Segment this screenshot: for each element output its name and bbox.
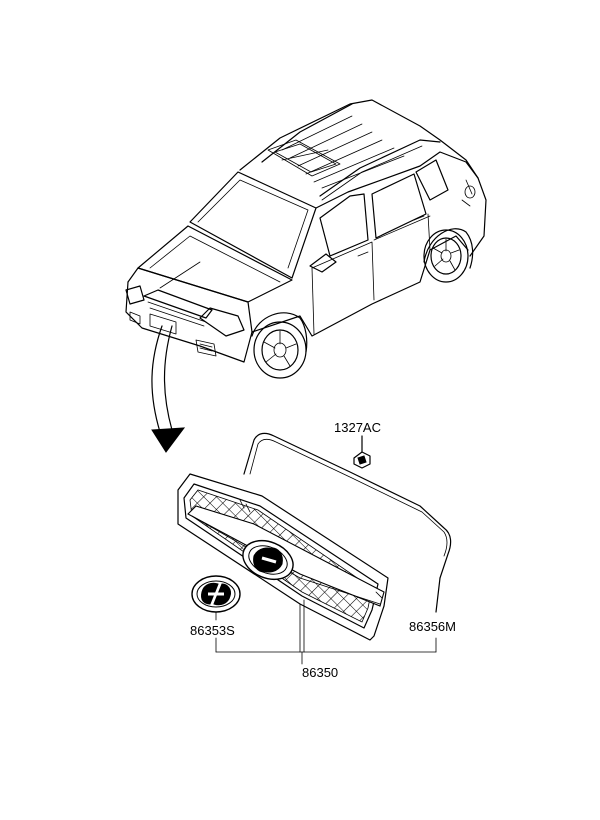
clip-part — [353, 435, 371, 469]
leader-lines — [215, 599, 437, 665]
emblem-part — [191, 575, 241, 621]
grille-part — [177, 473, 389, 641]
label-clip: 1327AC — [334, 420, 381, 435]
molding-part — [243, 432, 452, 613]
vehicle-illustration — [125, 99, 487, 379]
callout-arrow — [151, 325, 186, 453]
label-assembly: 86350 — [302, 665, 339, 680]
label-molding: 86356M — [409, 619, 456, 634]
label-emblem: 86353S — [190, 623, 235, 638]
